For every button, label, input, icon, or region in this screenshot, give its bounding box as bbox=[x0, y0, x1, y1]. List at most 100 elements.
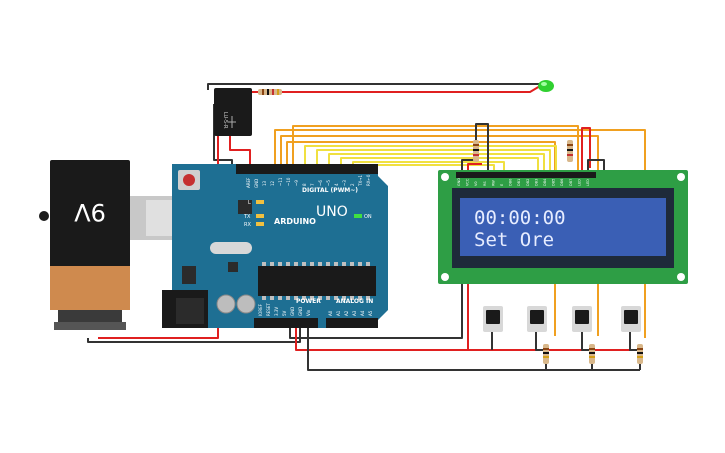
aref-label: AREF bbox=[246, 177, 251, 188]
pushbutton-3[interactable] bbox=[572, 306, 592, 332]
arduino-uno[interactable]: L TX RX ON ARDUINO UNO DIGITAL (PWM~) PO… bbox=[130, 164, 388, 328]
analog-pin-label-2: A2 bbox=[344, 310, 349, 316]
power-pin-label-1: RESET bbox=[266, 303, 271, 316]
lcd-screen bbox=[460, 198, 666, 256]
lcd-pin-label-13: DB7 bbox=[569, 179, 573, 186]
power-pin-label-3: 5V bbox=[282, 310, 287, 316]
led-on bbox=[354, 214, 362, 218]
power-pin-label-6: Vin bbox=[306, 309, 311, 316]
green-led[interactable] bbox=[538, 80, 554, 92]
resistor-lcd-contrast[interactable] bbox=[473, 140, 479, 162]
on-label: ON bbox=[364, 214, 372, 220]
lcd-pin-label-3: RS bbox=[483, 181, 487, 186]
led-tx-label: TX bbox=[243, 214, 251, 220]
digital-pin-label-3: ~10 bbox=[286, 177, 291, 186]
wire-black-btn4[interactable] bbox=[629, 332, 640, 351]
digital-pin-label-0: 13 bbox=[262, 180, 267, 186]
lcd-pin-label-11: DB5 bbox=[552, 179, 556, 186]
analog-pin-label-4: A4 bbox=[360, 310, 365, 316]
power-pin-label-2: 3.3V bbox=[274, 307, 279, 316]
digital-pin-label-13: RX←0 bbox=[366, 174, 371, 186]
resistor-btn-2[interactable] bbox=[589, 344, 595, 364]
wire-black-battery[interactable] bbox=[87, 320, 301, 343]
lcd-pin-label-6: DB0 bbox=[509, 179, 513, 186]
digital-pin-label-12: TX→1 bbox=[358, 174, 363, 187]
wire-red-lcd-led[interactable] bbox=[581, 127, 591, 176]
pushbutton-1[interactable] bbox=[483, 306, 503, 332]
led-rx-label: RX bbox=[244, 222, 251, 228]
resistor-lcd-backlight[interactable] bbox=[567, 140, 573, 162]
lcd-pin-label-2: V0 bbox=[474, 181, 478, 186]
wire-yellow-2[interactable] bbox=[316, 149, 551, 176]
wire-orange-4[interactable] bbox=[292, 125, 579, 176]
wire-yellow-1[interactable] bbox=[304, 145, 557, 176]
arduino-brand: ARDUINO bbox=[274, 217, 316, 226]
digital-pin-label-8: ~5 bbox=[326, 180, 331, 186]
lcd-pin-label-9: DB3 bbox=[534, 179, 538, 186]
wire-black-btn3[interactable] bbox=[581, 332, 592, 351]
pushbutton-4[interactable] bbox=[621, 306, 641, 332]
power-header bbox=[254, 318, 318, 328]
lcd-pin-label-15: LED bbox=[586, 179, 590, 186]
lcd-pin-label-14: LED bbox=[577, 179, 581, 186]
wire-black-btn2[interactable] bbox=[535, 332, 546, 351]
analog-pin-label-3: A3 bbox=[352, 310, 357, 316]
wire-black-lcd-led[interactable] bbox=[587, 159, 605, 176]
relay[interactable]: LU-5-R bbox=[214, 88, 252, 136]
resistor-btn-3[interactable] bbox=[637, 344, 643, 364]
battery-label: 9V bbox=[74, 198, 106, 226]
crystal bbox=[210, 242, 252, 254]
analog-pin-label-0: A0 bbox=[328, 310, 333, 316]
reset-button-cap[interactable] bbox=[183, 174, 195, 186]
lcd-pin-label-0: GND bbox=[457, 178, 461, 186]
digital-pin-label-9: 4 bbox=[334, 183, 339, 186]
lcd-line-2: Set Ore bbox=[474, 229, 554, 251]
power-pin-label-5: GND bbox=[298, 307, 303, 316]
led-l-label: L bbox=[248, 200, 251, 206]
digital-pin-label-10: ~3 bbox=[342, 180, 347, 186]
digital-pin-label-7: ~6 bbox=[318, 180, 323, 186]
analog-header bbox=[326, 318, 378, 328]
resistor-btn-1[interactable] bbox=[543, 344, 549, 364]
analog-label: ANALOG IN bbox=[336, 298, 373, 305]
digital-pin-label-11: 2 bbox=[350, 183, 355, 186]
lcd-pin-label-5: E bbox=[500, 184, 504, 186]
wire-yellow-4[interactable] bbox=[340, 157, 539, 176]
lcd-pin-label-12: DB6 bbox=[560, 179, 564, 186]
led-l bbox=[256, 200, 264, 204]
led-tx bbox=[256, 214, 264, 218]
digital-pin-label-4: ~9 bbox=[294, 180, 299, 186]
lcd-pin-label-8: DB2 bbox=[526, 179, 530, 186]
gnd-label: GND bbox=[254, 179, 259, 188]
digital-pin-label-6: 7 bbox=[310, 183, 315, 186]
wire-black-bus[interactable] bbox=[289, 284, 463, 339]
capacitor-1 bbox=[216, 294, 236, 314]
lcd-line-1: 00:00:00 bbox=[474, 207, 566, 229]
power-pin-label-0: IOREF bbox=[258, 303, 263, 316]
digital-label: DIGITAL (PWM~) bbox=[302, 187, 358, 194]
power-label: POWER bbox=[296, 298, 321, 305]
wire-yellow-3[interactable] bbox=[328, 153, 545, 176]
wire-black-gnd-bottom[interactable] bbox=[307, 320, 640, 371]
capacitor-2 bbox=[236, 294, 256, 314]
digital-pin-label-2: ~11 bbox=[278, 177, 283, 186]
wire-red-led[interactable] bbox=[238, 85, 541, 93]
lcd-pin-label-1: VCC bbox=[466, 178, 470, 186]
atmega-chip bbox=[258, 266, 376, 296]
resistor-led[interactable] bbox=[258, 89, 282, 95]
battery-9v[interactable]: 9V bbox=[39, 160, 130, 330]
analog-pin-label-1: A1 bbox=[336, 310, 341, 316]
digital-pin-label-1: 12 bbox=[270, 180, 275, 186]
wire-black-led[interactable] bbox=[207, 83, 540, 90]
pushbutton-2[interactable] bbox=[527, 306, 547, 332]
digital-pin-label-5: 8 bbox=[302, 183, 307, 186]
wire-red-relay[interactable] bbox=[229, 134, 251, 168]
arduino-model: UNO bbox=[316, 204, 348, 220]
power-pin-label-4: GND bbox=[290, 307, 295, 316]
lcd-pin-label-7: DB1 bbox=[517, 179, 521, 186]
lcd-pin-label-10: DB4 bbox=[543, 178, 547, 186]
